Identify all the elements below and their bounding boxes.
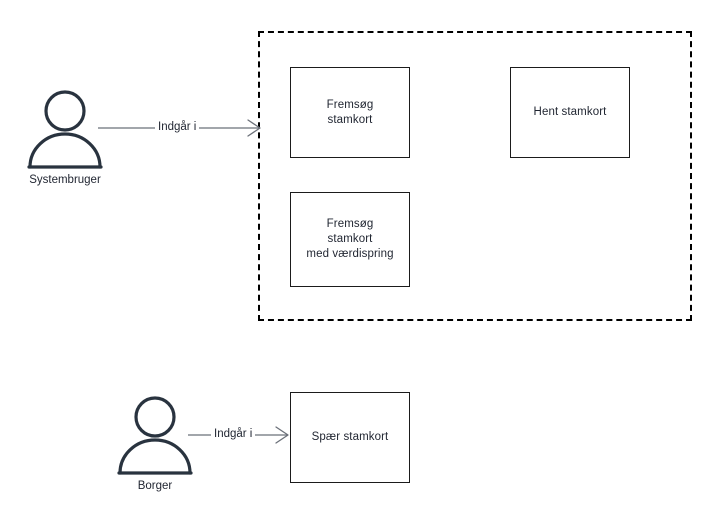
usecase-fremsoeg-stamkort[interactable]: Fremsøg stamkort bbox=[290, 67, 410, 158]
usecase-label-line2: stamkort bbox=[327, 233, 373, 245]
usecase-label-line2: stamkort bbox=[327, 113, 373, 126]
usecase-hent-stamkort[interactable]: Hent stamkort bbox=[510, 67, 630, 158]
connector-label: Indgår i bbox=[155, 120, 200, 134]
usecase-label: Hent stamkort bbox=[534, 105, 607, 120]
actor-person-icon bbox=[5, 90, 125, 170]
actor-borger[interactable]: Borger bbox=[95, 396, 215, 493]
usecase-label-line1: Fremsøg bbox=[326, 218, 374, 230]
connector-systembruger-indgaar-i: Indgår i bbox=[98, 116, 266, 140]
usecase-label-line3: med værdispring bbox=[306, 248, 394, 260]
usecase-label-line1: Fremsøg bbox=[326, 98, 374, 111]
usecase-label: Fremsøg stamkort med værdispring bbox=[306, 217, 393, 262]
usecase-label: Spær stamkort bbox=[312, 430, 389, 445]
usecase-fremsoeg-stamkort-med-vaerdispring[interactable]: Fremsøg stamkort med værdispring bbox=[290, 192, 410, 287]
usecase-label-line1: Hent stamkort bbox=[533, 106, 607, 118]
usecase-label-line1: Spær stamkort bbox=[311, 431, 389, 443]
usecase-label: Fremsøg stamkort bbox=[327, 98, 374, 128]
system-boundary bbox=[258, 31, 692, 321]
actor-person-icon bbox=[95, 396, 215, 476]
actor-label: Systembruger bbox=[29, 174, 101, 186]
actor-label: Borger bbox=[137, 480, 173, 492]
connector-borger-indgaar-i: Indgår i bbox=[188, 423, 293, 447]
actor-systembruger[interactable]: Systembruger bbox=[5, 90, 125, 187]
usecase-spaer-stamkort[interactable]: Spær stamkort bbox=[290, 392, 410, 483]
connector-label: Indgår i bbox=[211, 427, 256, 441]
